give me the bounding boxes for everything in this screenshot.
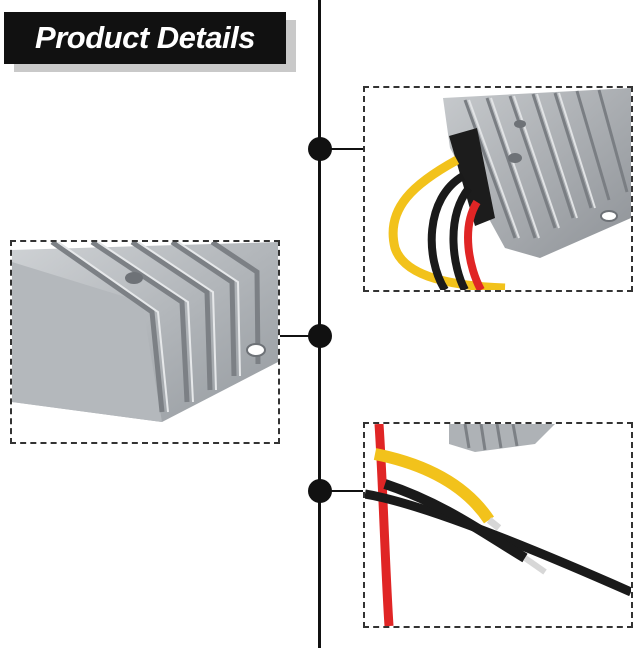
title-banner: Product Details	[4, 12, 296, 72]
banner-box: Product Details	[4, 12, 286, 64]
detail-photo-wire-ends	[363, 422, 633, 628]
heatsink-illustration	[12, 242, 278, 422]
housing-wires-illustration	[388, 88, 631, 290]
connector-top	[320, 148, 364, 150]
connector-middle	[277, 335, 310, 337]
timeline-dot-middle	[308, 324, 332, 348]
detail-photo-wires-housing	[363, 86, 633, 292]
connector-bottom	[320, 490, 364, 492]
detail-photo-heatsink	[10, 240, 280, 444]
wire-ends-illustration	[365, 424, 631, 626]
banner-title: Product Details	[35, 20, 255, 55]
